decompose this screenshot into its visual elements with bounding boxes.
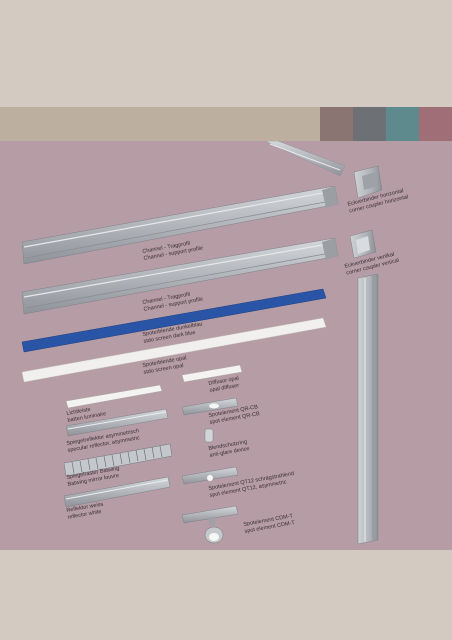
bottom-margin: [0, 550, 452, 640]
top-margin: [0, 0, 452, 107]
mirror-louvre: [63, 443, 173, 477]
product-illustration: [21, 141, 383, 545]
color-swatch-2: [353, 107, 386, 141]
vertical-profile: [357, 273, 379, 545]
screen-opal: [21, 317, 327, 383]
corner-coupler-horizontal: [353, 165, 383, 199]
screen-dark-blue: [21, 288, 327, 353]
channel-profile-2: [21, 237, 339, 315]
reflector-white: [63, 476, 171, 508]
channel-profile-1: [21, 185, 339, 265]
batten-luminaire: [65, 384, 163, 409]
color-swatch-1: [320, 107, 353, 141]
specular-reflector: [65, 408, 169, 437]
spot-element-qr-cb: [181, 397, 239, 416]
anti-glare-device: [204, 428, 214, 443]
product-illustration-panel: Eckverbinder horizontal corner coupler h…: [0, 141, 452, 550]
spot-element-qt12: [181, 466, 239, 485]
spot-element-cdm-t: [181, 505, 239, 544]
corner-coupler-vertical: [349, 229, 377, 259]
color-swatch-4: [419, 107, 452, 141]
opal-diffuser: [181, 364, 243, 383]
color-swatch-3: [386, 107, 419, 141]
